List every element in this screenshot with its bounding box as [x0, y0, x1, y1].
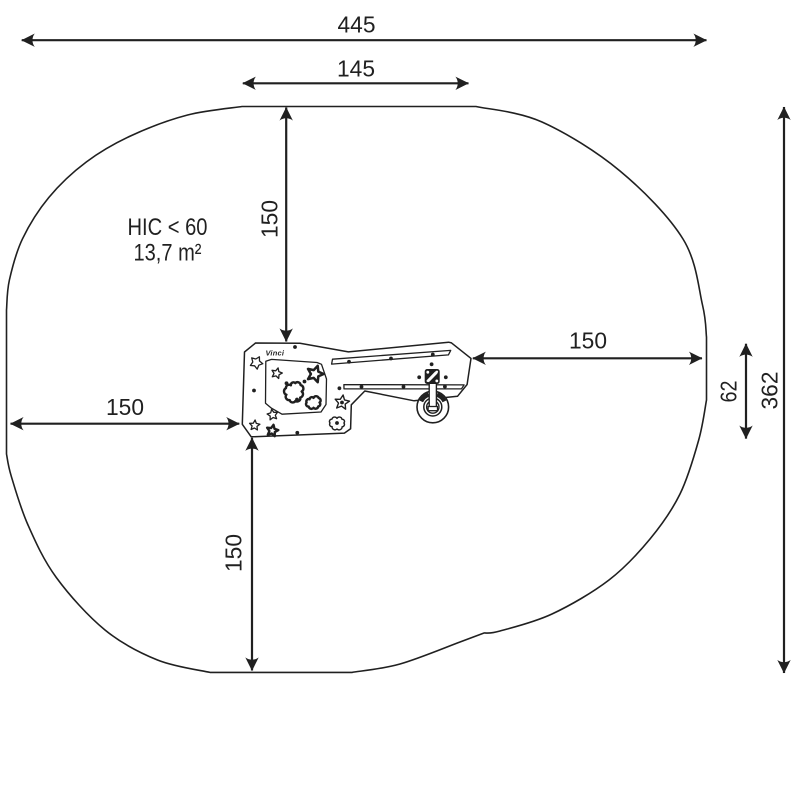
svg-text:150: 150	[256, 200, 282, 238]
svg-text:362: 362	[757, 372, 783, 410]
svg-text:13,7 m²: 13,7 m²	[134, 239, 202, 266]
svg-text:150: 150	[106, 394, 144, 420]
svg-text:145: 145	[337, 56, 375, 82]
svg-text:Vinci: Vinci	[266, 349, 285, 358]
svg-text:445: 445	[338, 12, 376, 38]
svg-text:150: 150	[221, 534, 247, 572]
svg-text:HIC < 60: HIC < 60	[128, 214, 208, 241]
svg-text:150: 150	[569, 328, 607, 354]
svg-text:62: 62	[716, 381, 742, 403]
